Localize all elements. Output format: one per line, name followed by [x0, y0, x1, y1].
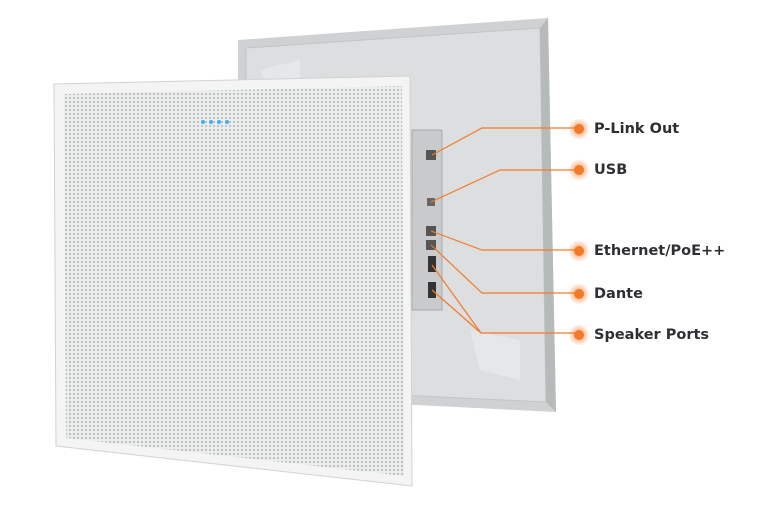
- callout-usb: USB: [594, 162, 628, 178]
- callout-ethernet-poe: Ethernet/PoE++: [594, 243, 726, 259]
- port-module: [411, 129, 443, 311]
- callout-dots: [568, 118, 590, 346]
- status-leds: [201, 120, 229, 124]
- callout-speaker-ports: Speaker Ports: [594, 327, 710, 343]
- callout-dante: Dante: [594, 286, 643, 302]
- callout-plink-out: P-Link Out: [594, 121, 680, 137]
- callout-lines: [430, 127, 578, 334]
- speaker-port-1: [428, 256, 436, 272]
- front-panel: [53, 75, 413, 487]
- plink-port: [426, 150, 436, 160]
